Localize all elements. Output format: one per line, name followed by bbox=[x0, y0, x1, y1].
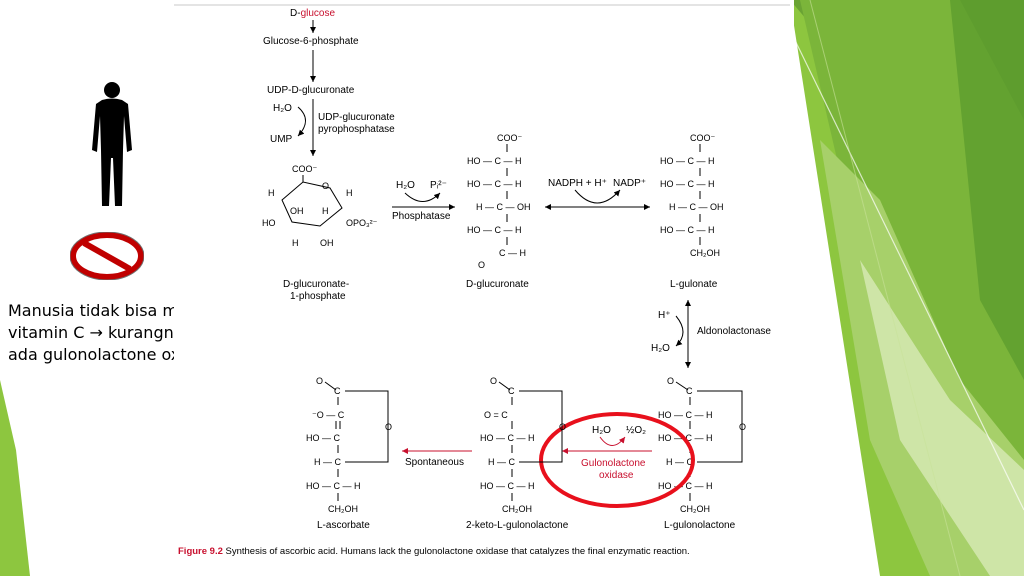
svg-text:HO — C — H: HO — C — H bbox=[467, 179, 522, 189]
l-ascorbate-label: L-ascorbate bbox=[317, 520, 370, 531]
svg-text:C: C bbox=[334, 386, 341, 396]
pathway-figure: D-glucose Glucose-6-phosphate UDP-D-gluc… bbox=[174, 0, 794, 576]
svg-text:COO⁻: COO⁻ bbox=[292, 164, 318, 174]
svg-text:OH: OH bbox=[320, 238, 334, 248]
svg-text:O: O bbox=[478, 260, 485, 270]
svg-text:C: C bbox=[508, 386, 515, 396]
svg-text:HO — C — H: HO — C — H bbox=[467, 156, 522, 166]
spontaneous-label: Spontaneous bbox=[405, 457, 464, 468]
svg-text:H: H bbox=[322, 206, 329, 216]
svg-text:CH₂OH: CH₂OH bbox=[328, 504, 358, 514]
enzyme-udp-line1: UDP-glucuronate bbox=[318, 112, 395, 123]
h2o-label-2: H₂O bbox=[396, 180, 415, 191]
d-glucose-label: D-glucose bbox=[290, 8, 335, 19]
svg-text:CH₂OH: CH₂OH bbox=[690, 248, 720, 258]
ump-label: UMP bbox=[270, 134, 293, 145]
svg-text:COO⁻: COO⁻ bbox=[690, 133, 716, 143]
svg-text:HO — C — H: HO — C — H bbox=[467, 225, 522, 235]
svg-text:O: O bbox=[385, 422, 392, 432]
svg-text:OPO₃²⁻: OPO₃²⁻ bbox=[346, 218, 378, 228]
svg-text:H — C — OH: H — C — OH bbox=[669, 202, 724, 212]
l-gulonolactone-label: L-gulonolactone bbox=[664, 520, 736, 531]
glucuronate-1-phosphate-ring: COO⁻ O H H OH H HO OPO₃²⁻ H OH bbox=[262, 164, 378, 248]
pi-label: Pᵢ²⁻ bbox=[430, 180, 447, 191]
h-plus-label: H⁺ bbox=[658, 310, 671, 321]
highlight-circle bbox=[539, 412, 695, 508]
phosphatase-label: Phosphatase bbox=[392, 211, 451, 222]
svg-text:O: O bbox=[322, 181, 329, 191]
l-gulonate-label: L-gulonate bbox=[670, 279, 718, 290]
svg-text:O: O bbox=[559, 422, 566, 432]
caption-line-3: ada gulonolactone oxidase. bbox=[8, 345, 228, 364]
svg-text:O: O bbox=[667, 376, 674, 386]
svg-text:O: O bbox=[316, 376, 323, 386]
svg-text:COO⁻: COO⁻ bbox=[497, 133, 523, 143]
svg-text:HO — C — H: HO — C — H bbox=[306, 481, 361, 491]
svg-text:H — C — OH: H — C — OH bbox=[476, 202, 531, 212]
svg-text:O: O bbox=[490, 376, 497, 386]
d-glucuronate-label: D-glucuronate bbox=[466, 279, 529, 290]
svg-text:HO — C — H: HO — C — H bbox=[480, 481, 535, 491]
enzyme-udp-line2: pyrophosphatase bbox=[318, 124, 395, 135]
figure-caption: Figure 9.2 Synthesis of ascorbic acid. H… bbox=[178, 546, 690, 557]
d-glucuronate-structure: COO⁻ HO — C — H HO — C — H H — C — OH HO… bbox=[467, 133, 531, 270]
l-ascorbate-structure: O C ⁻O — C HO — C H — C HO — C — H CH₂OH… bbox=[306, 376, 392, 514]
keto-gulonolactone-label: 2-keto-L-gulonolactone bbox=[466, 520, 569, 531]
svg-text:H — C: H — C bbox=[666, 457, 694, 467]
svg-text:H — C: H — C bbox=[314, 457, 342, 467]
no-entry-icon bbox=[70, 232, 144, 280]
svg-text:HO — C — H: HO — C — H bbox=[658, 410, 713, 420]
svg-text:HO — C — H: HO — C — H bbox=[658, 481, 713, 491]
svg-text:CH₂OH: CH₂OH bbox=[502, 504, 532, 514]
svg-text:HO — C: HO — C bbox=[306, 433, 341, 443]
svg-text:H: H bbox=[292, 238, 299, 248]
nadph-label: NADPH + H⁺ bbox=[548, 178, 607, 189]
svg-text:OH: OH bbox=[290, 206, 304, 216]
nadp-label: NADP⁺ bbox=[613, 178, 646, 189]
gulonolactone-oxidase-line2: oxidase bbox=[599, 470, 634, 481]
svg-text:H: H bbox=[268, 188, 275, 198]
svg-text:H — C: H — C bbox=[488, 457, 516, 467]
udp-d-glucuronate-label: UDP-D-glucuronate bbox=[267, 85, 355, 96]
keto-gulonolactone-structure: O C O = C HO — C — H H — C HO — C — H CH… bbox=[480, 376, 566, 514]
h2o-label-1: H₂O bbox=[273, 103, 292, 114]
svg-text:O = C: O = C bbox=[484, 410, 508, 420]
human-silhouette-icon bbox=[92, 82, 132, 206]
svg-text:C: C bbox=[686, 386, 693, 396]
svg-text:H: H bbox=[346, 188, 353, 198]
h2o-label-4: H₂O bbox=[592, 425, 611, 436]
svg-text:O: O bbox=[739, 422, 746, 432]
svg-text:CH₂OH: CH₂OH bbox=[680, 504, 710, 514]
h2o-label-3: H₂O bbox=[651, 343, 670, 354]
svg-text:HO — C — H: HO — C — H bbox=[480, 433, 535, 443]
d-glucuronate-1p-line1: D-glucuronate- bbox=[283, 279, 349, 290]
gulonolactone-oxidase-line1: Gulonolactone bbox=[581, 458, 646, 469]
svg-text:HO — C — H: HO — C — H bbox=[660, 179, 715, 189]
svg-text:HO — C — H: HO — C — H bbox=[660, 156, 715, 166]
l-gulonate-structure: COO⁻ HO — C — H HO — C — H H — C — OH HO… bbox=[660, 133, 724, 258]
half-o2-label: ½O₂ bbox=[626, 425, 646, 436]
aldonolactonase-label: Aldonolactonase bbox=[697, 326, 771, 337]
svg-text:⁻O — C: ⁻O — C bbox=[312, 410, 345, 420]
d-glucuronate-1p-line2: 1-phosphate bbox=[290, 291, 346, 302]
svg-text:C — H: C — H bbox=[499, 248, 526, 258]
svg-text:HO: HO bbox=[262, 218, 276, 228]
svg-text:HO — C — H: HO — C — H bbox=[660, 225, 715, 235]
glucose-6-phosphate-label: Glucose-6-phosphate bbox=[263, 36, 359, 47]
